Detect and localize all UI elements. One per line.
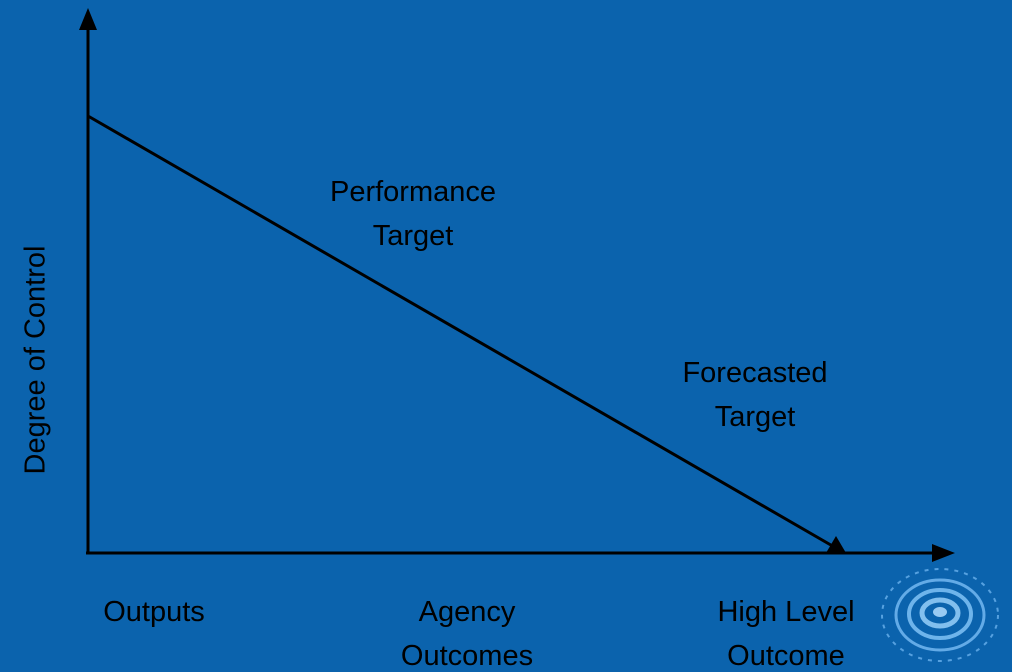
- category-outputs-line-1: Outputs: [103, 596, 205, 628]
- category-agency-outcomes-line-1: Agency: [418, 596, 516, 628]
- performance-target-line-1: Performance: [329, 176, 497, 208]
- category-high-level-outcome-line-1: High Level: [717, 596, 855, 628]
- category-high-level-outcome: High Level Outcome: [717, 590, 854, 672]
- x-axis-arrowhead: [932, 544, 955, 562]
- target-line-arrowhead: [826, 536, 846, 553]
- category-agency-outcomes: Agency Outcomes: [401, 590, 533, 672]
- forecasted-target-line-1: Forecasted: [682, 357, 828, 389]
- y-axis-arrowhead: [79, 8, 97, 30]
- performance-target-label: Performance Target: [330, 170, 496, 258]
- y-axis-label: Degree of Control: [19, 245, 52, 475]
- forecasted-target-label: Forecasted Target: [682, 351, 827, 439]
- ripple-logo-icon: [881, 568, 999, 662]
- forecasted-target-line-2: Target: [714, 401, 796, 433]
- performance-target-line-2: Target: [372, 220, 454, 252]
- category-outputs: Outputs: [103, 590, 205, 634]
- category-agency-outcomes-line-2: Outcomes: [400, 640, 534, 672]
- target-line: [87, 114, 837, 550]
- category-high-level-outcome-line-2: Outcome: [727, 640, 845, 672]
